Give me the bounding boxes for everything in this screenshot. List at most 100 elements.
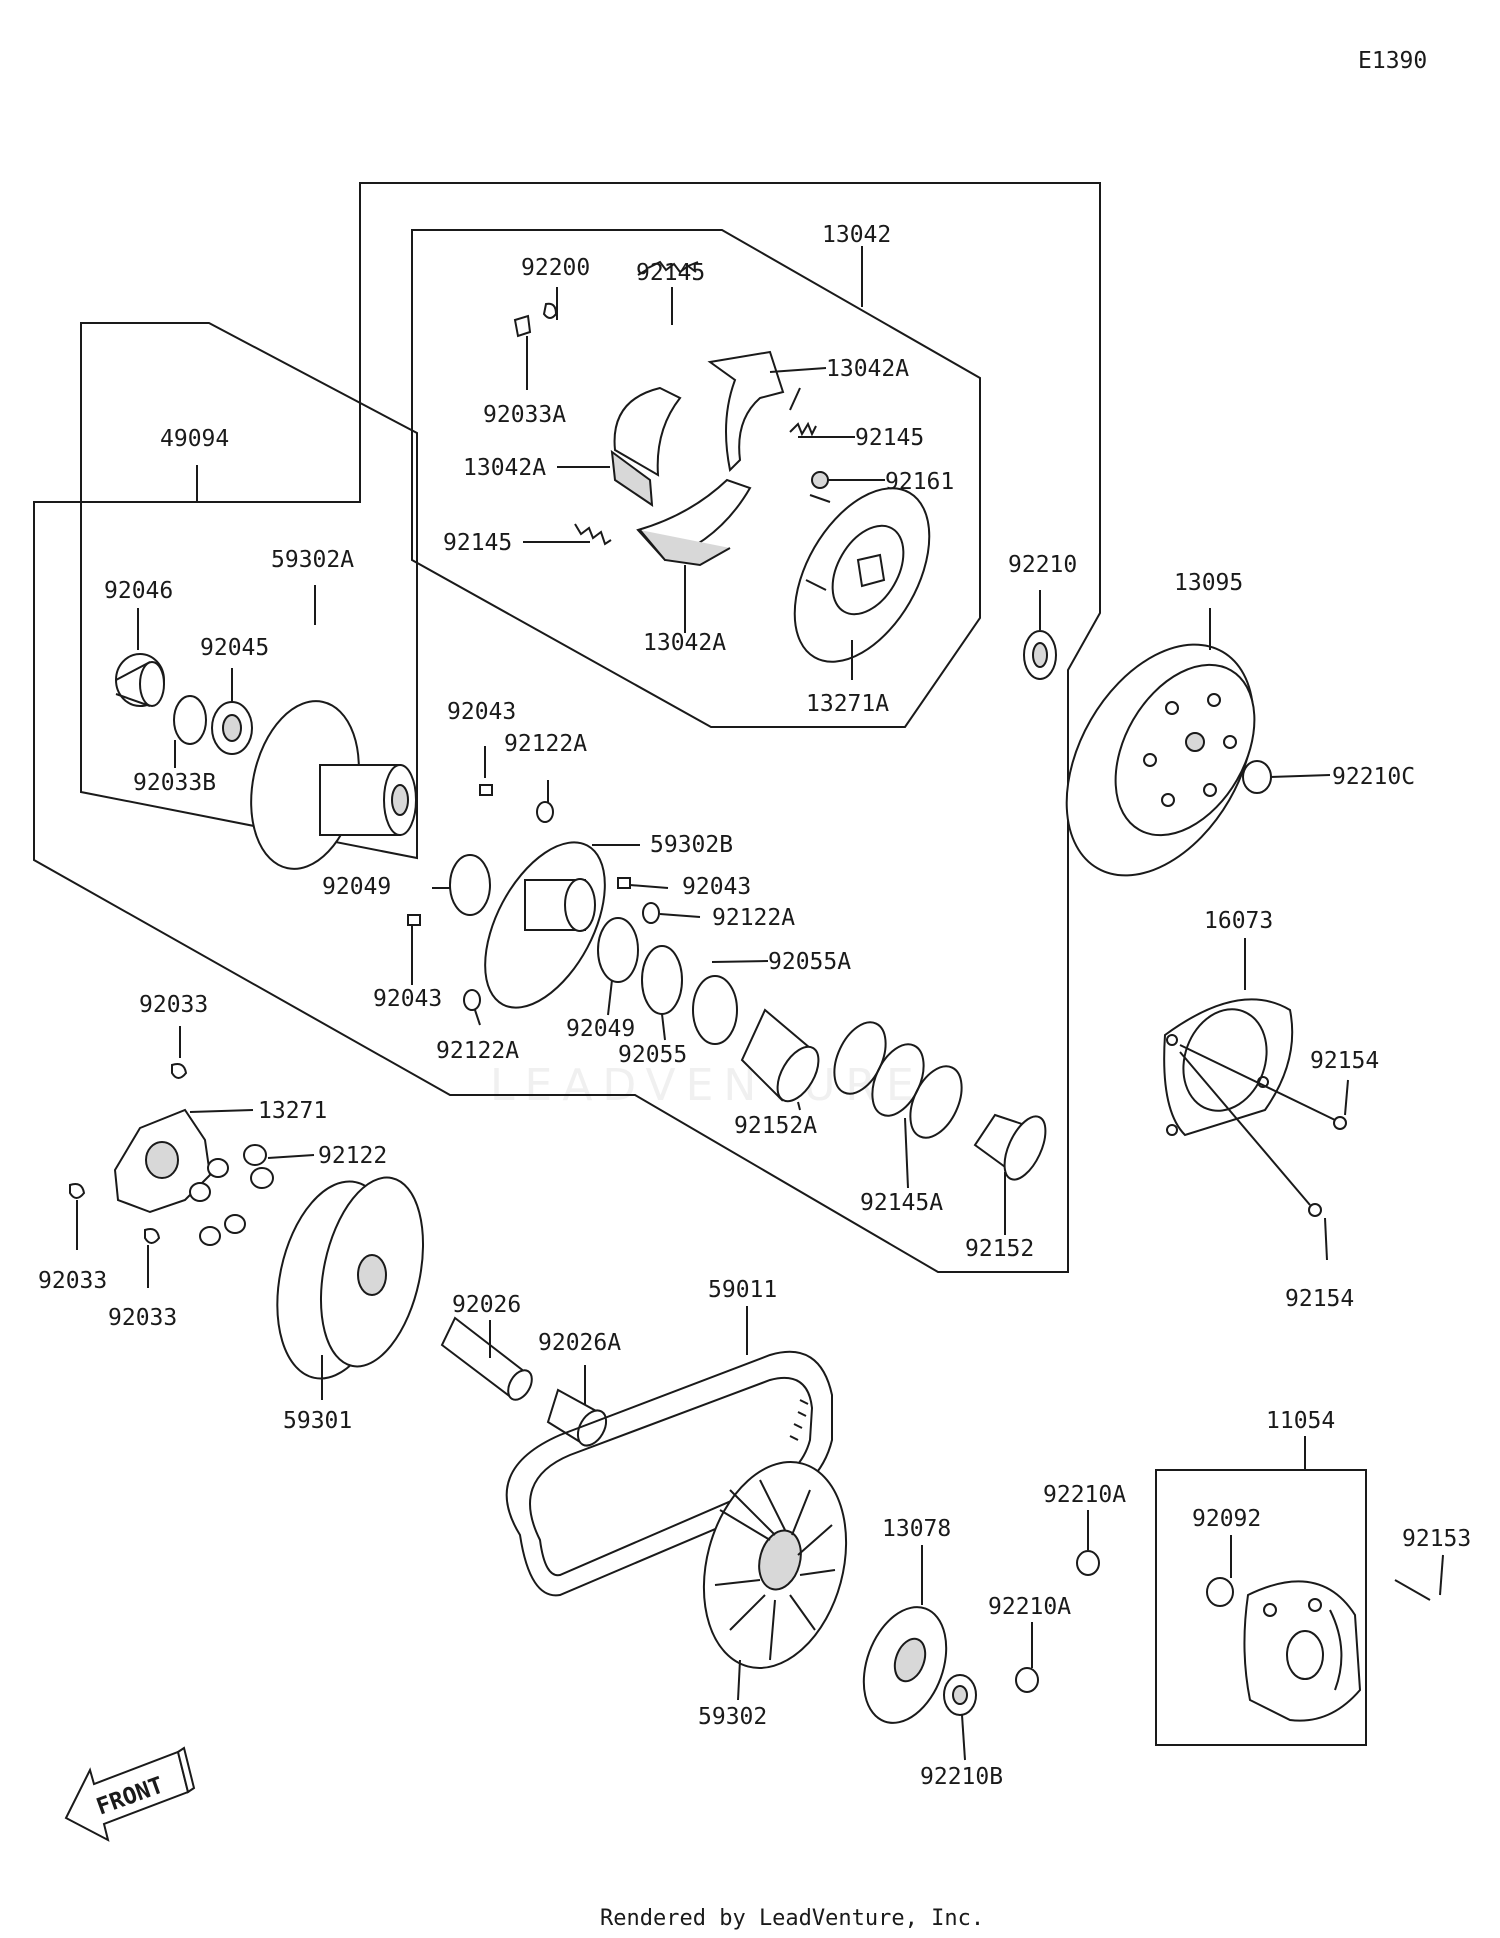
- label-92154-bottom: 92154: [1285, 1286, 1354, 1312]
- label-92033-top: 92033: [139, 992, 208, 1018]
- group-outline-13042: [411, 229, 981, 728]
- slider-92033-left: [69, 1183, 86, 1199]
- seal-92049-a: [449, 854, 491, 916]
- fan-pulley-59302: [702, 1461, 848, 1669]
- label-92033b: 92033B: [133, 770, 216, 796]
- label-92026: 92026: [452, 1292, 521, 1318]
- label-59302: 59302: [698, 1704, 767, 1730]
- group-outline-49094: [33, 182, 1101, 1273]
- pins-92043: [407, 784, 631, 926]
- label-92154-top: 92154: [1310, 1048, 1379, 1074]
- label-59302a: 59302A: [271, 547, 354, 573]
- collar-92152: [973, 1113, 1047, 1181]
- gear-13078: [862, 1606, 948, 1724]
- label-59302b: 59302B: [650, 832, 733, 858]
- label-92045: 92045: [200, 635, 269, 661]
- label-92043-mid: 92043: [682, 874, 751, 900]
- label-59301: 59301: [283, 1408, 352, 1434]
- clutch-plate-13271a: [793, 487, 931, 663]
- nut-92210: [1023, 630, 1057, 680]
- sleeve-92026a: [546, 1388, 608, 1447]
- label-92210: 92210: [1008, 552, 1077, 578]
- label-92055a: 92055A: [768, 949, 851, 975]
- label-13078: 13078: [882, 1516, 951, 1542]
- sheave-59301: [276, 1176, 425, 1380]
- group-outline-59302a: [80, 322, 418, 860]
- spring-92145a: [833, 1021, 963, 1139]
- watermark: LEADVENTURE: [490, 1060, 924, 1111]
- label-16073: 16073: [1204, 908, 1273, 934]
- label-92210a-upper: 92210A: [1043, 1482, 1126, 1508]
- label-59011: 59011: [708, 1277, 777, 1303]
- label-49094: 49094: [160, 426, 229, 452]
- rollers-92122: [189, 1144, 274, 1246]
- bolt-92153: [1394, 1579, 1431, 1601]
- label-92210a-lower: 92210A: [988, 1594, 1071, 1620]
- bracket-plate-11054: [1243, 1580, 1362, 1722]
- label-13042: 13042: [822, 222, 891, 248]
- oring-92055a: [692, 975, 738, 1045]
- diagram-code: E1390: [1358, 48, 1427, 74]
- label-13042a-left: 13042A: [463, 455, 546, 481]
- label-92145-mid: 92145: [855, 425, 924, 451]
- label-92092: 92092: [1192, 1506, 1261, 1532]
- nut-92210a-upper: [1076, 1550, 1100, 1576]
- label-92210c: 92210C: [1332, 764, 1415, 790]
- clutch-shoe-assembly: [513, 260, 829, 567]
- slider-92033-bottom: [144, 1228, 161, 1244]
- label-92049-left: 92049: [322, 874, 391, 900]
- sleeve-92026: [440, 1316, 533, 1401]
- part-labels: 13042 92200 92145 13042A 92033A 92145 13…: [38, 222, 1471, 1790]
- label-92145-top: 92145: [636, 260, 705, 286]
- bolt-92154-b: [1179, 1051, 1322, 1217]
- pulley-59302b: [484, 841, 606, 1009]
- circlip-92033b: [173, 695, 207, 745]
- collar-92152a: [740, 1008, 820, 1103]
- label-92026a: 92026A: [538, 1330, 621, 1356]
- label-13271a: 13271A: [806, 691, 889, 717]
- label-92043-top: 92043: [447, 699, 516, 725]
- label-92033a: 92033A: [483, 402, 566, 428]
- bearing-92045: [211, 701, 253, 755]
- label-13095: 13095: [1174, 570, 1243, 596]
- seal-92049-b: [597, 917, 639, 983]
- label-92055: 92055: [618, 1042, 687, 1068]
- label-92145a: 92145A: [860, 1190, 943, 1216]
- pulley-59302a: [250, 700, 417, 870]
- label-92161: 92161: [885, 469, 954, 495]
- label-92122a-mid: 92122A: [712, 905, 795, 931]
- label-92122a-bottom: 92122A: [436, 1038, 519, 1064]
- collar-92092: [1206, 1577, 1234, 1607]
- front-arrow: FRONT: [64, 1746, 196, 1842]
- label-13042a-right: 13042A: [826, 356, 909, 382]
- label-92122a-top: 92122A: [504, 731, 587, 757]
- label-92152a: 92152A: [734, 1113, 817, 1139]
- label-92033-left: 92033: [38, 1268, 107, 1294]
- nut-92210c: [1242, 760, 1272, 794]
- label-92043-bottom: 92043: [373, 986, 442, 1012]
- footer-credit: Rendered by LeadVenture, Inc.: [600, 1906, 984, 1931]
- drive-belt-59011: [505, 1350, 833, 1597]
- leader-lines: [76, 246, 1444, 1761]
- ramp-plate-13271: [113, 1108, 212, 1214]
- label-92033-bottom: 92033: [108, 1305, 177, 1331]
- label-92200: 92200: [521, 255, 590, 281]
- nut-92210a-lower: [1015, 1667, 1039, 1693]
- bolt-92154-a: [1179, 1044, 1347, 1130]
- group-outline-11054: [1155, 1469, 1367, 1746]
- label-92153: 92153: [1402, 1526, 1471, 1552]
- label-92210b: 92210B: [920, 1764, 1003, 1790]
- oring-92055: [641, 945, 683, 1015]
- label-92049-right: 92049: [566, 1016, 635, 1042]
- label-92046: 92046: [104, 578, 173, 604]
- slider-92033-top: [171, 1063, 188, 1079]
- rollers-92122a: [463, 801, 660, 1011]
- label-92145-left: 92145: [443, 530, 512, 556]
- label-92122: 92122: [318, 1143, 387, 1169]
- label-13271: 13271: [258, 1098, 327, 1124]
- clutch-drum-13095: [1065, 643, 1256, 877]
- label-92152: 92152: [965, 1236, 1034, 1262]
- nut-92210b: [943, 1674, 977, 1716]
